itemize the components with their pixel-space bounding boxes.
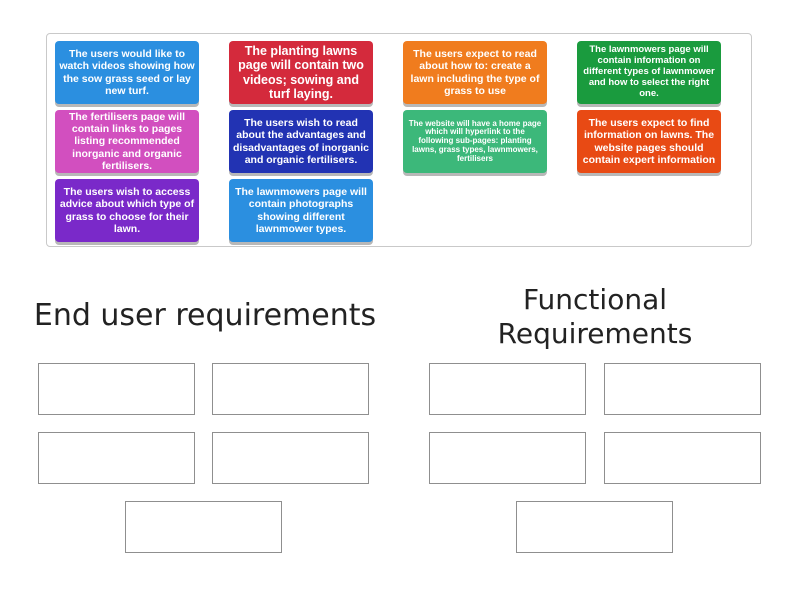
- answer-card[interactable]: The users expect to find information on …: [577, 110, 721, 173]
- answer-card[interactable]: The fertilisers page will contain links …: [55, 110, 199, 173]
- answer-card[interactable]: The lawnmowers page will contain photogr…: [229, 179, 373, 242]
- drop-zone-end-user[interactable]: [38, 432, 195, 484]
- card-text: The lawnmowers page will contain photogr…: [235, 186, 367, 235]
- answer-card[interactable]: The users wish to access advice about wh…: [55, 179, 199, 242]
- card-pool: The users would like to watch videos sho…: [46, 33, 752, 247]
- drop-zone-functional[interactable]: [429, 363, 586, 415]
- card-text: The users expect to find information on …: [582, 117, 716, 166]
- answer-card[interactable]: The lawnmowers page will contain informa…: [577, 41, 721, 104]
- drop-zone-end-user[interactable]: [125, 501, 282, 553]
- card-text: The users would like to watch videos sho…: [59, 48, 195, 97]
- drop-zone-functional[interactable]: [516, 501, 673, 553]
- drop-zone-functional[interactable]: [604, 432, 761, 484]
- card-text: The users expect to read about how to: c…: [410, 48, 540, 97]
- answer-card[interactable]: The website will have a home page which …: [403, 110, 547, 173]
- drop-zone-functional[interactable]: [604, 363, 761, 415]
- drop-zone-functional[interactable]: [429, 432, 586, 484]
- card-text: The website will have a home page which …: [408, 118, 542, 163]
- card-text: The planting lawns page will contain two…: [238, 43, 364, 101]
- answer-card[interactable]: The planting lawns page will contain two…: [229, 41, 373, 104]
- group-title-end-user: End user requirements: [33, 298, 377, 333]
- card-text: The users wish to read about the advanta…: [233, 117, 369, 166]
- group-title-functional: Functional Requirements: [497, 283, 693, 350]
- answer-card[interactable]: The users wish to read about the advanta…: [229, 110, 373, 173]
- drop-zone-end-user[interactable]: [212, 432, 369, 484]
- answer-card[interactable]: The users would like to watch videos sho…: [55, 41, 199, 104]
- card-text: The users wish to access advice about wh…: [59, 186, 195, 235]
- answer-card[interactable]: The users expect to read about how to: c…: [403, 41, 547, 104]
- drop-zone-end-user[interactable]: [212, 363, 369, 415]
- card-text: The fertilisers page will contain links …: [68, 111, 186, 172]
- card-text: The lawnmowers page will contain informa…: [583, 44, 715, 99]
- drop-zone-end-user[interactable]: [38, 363, 195, 415]
